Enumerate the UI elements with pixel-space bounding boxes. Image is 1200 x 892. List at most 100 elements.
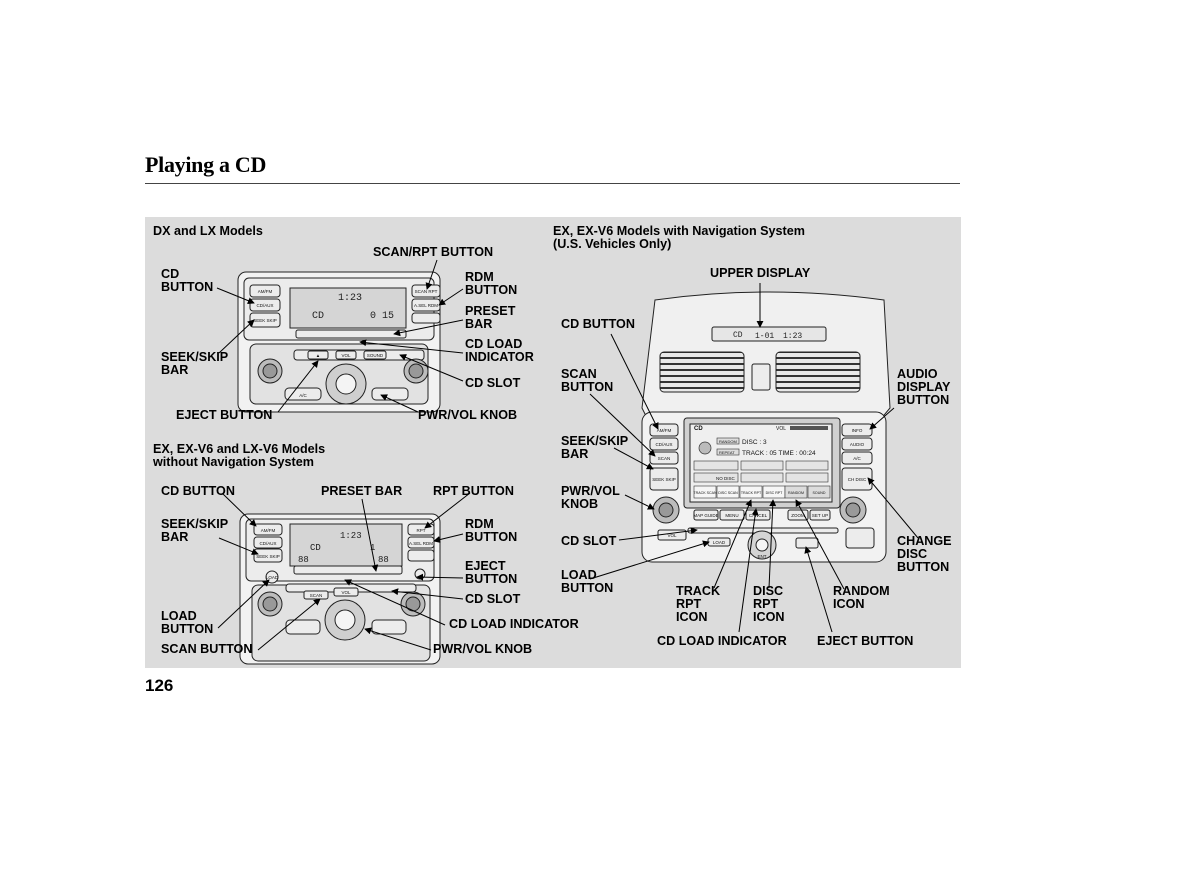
svg-text:1-01: 1-01 bbox=[755, 332, 774, 341]
svg-text:VOL: VOL bbox=[341, 353, 351, 358]
svg-text:CD: CD bbox=[310, 543, 321, 553]
label-seek-skip-bar: SEEK/SKIP BAR bbox=[161, 350, 229, 377]
svg-text:CD/AUX: CD/AUX bbox=[256, 303, 273, 308]
svg-text:0 15: 0 15 bbox=[370, 311, 394, 322]
nav-heading: EX, EX-V6 Models with Navigation System … bbox=[553, 224, 805, 251]
page-number: 126 bbox=[145, 676, 174, 695]
label-eject-button: EJECT BUTTON bbox=[176, 408, 273, 422]
svg-text:MAP GUIDE: MAP GUIDE bbox=[693, 513, 718, 518]
svg-text:1: 1 bbox=[370, 543, 375, 553]
svg-text:CD: CD bbox=[733, 331, 743, 340]
ex-unit-text: AM/FM CD/AUX SEEK SKIP RPT A.SEL RDM SCA… bbox=[256, 528, 433, 598]
label-ex-eject-button: EJECT BUTTON bbox=[465, 559, 518, 586]
nav-button-text: AM/FM CD/AUX SCAN SEEK SKIP INFO AUDIO A… bbox=[652, 428, 867, 559]
svg-text:1:23: 1:23 bbox=[783, 332, 802, 341]
page-title: Playing a CD bbox=[145, 152, 267, 177]
svg-text:CD: CD bbox=[312, 311, 324, 322]
svg-text:TRACK RPT: TRACK RPT bbox=[741, 491, 762, 495]
svg-text:CD: CD bbox=[694, 426, 703, 432]
nav-upper-display bbox=[711, 326, 827, 342]
svg-text:A/C: A/C bbox=[299, 393, 307, 398]
svg-text:SEEK SKIP: SEEK SKIP bbox=[256, 554, 280, 559]
label-cd-button: CD BUTTON bbox=[161, 267, 214, 294]
svg-text:VOL: VOL bbox=[667, 533, 677, 538]
dx-lx-heading: DX and LX Models bbox=[153, 224, 263, 238]
leader-lines bbox=[216, 259, 919, 651]
svg-text:88: 88 bbox=[378, 555, 389, 565]
svg-text:AM/FM: AM/FM bbox=[657, 428, 672, 433]
svg-text:SOUND: SOUND bbox=[367, 353, 384, 358]
svg-text:▲: ▲ bbox=[316, 353, 320, 358]
dx-cd-aux-button bbox=[249, 298, 281, 312]
ex-radio-unit bbox=[239, 513, 441, 665]
label-rdm-button: RDM BUTTON bbox=[465, 270, 518, 297]
label-ex-pwr-vol-knob: PWR/VOL KNOB bbox=[433, 642, 533, 656]
label-nav-load-button: LOAD BUTTON bbox=[561, 568, 614, 595]
ex-v6-heading: EX, EX-V6 and LX-V6 Models without Navig… bbox=[153, 442, 326, 469]
label-ex-scan-button: SCAN BUTTON bbox=[161, 642, 253, 656]
label-ex-preset-bar: PRESET BAR bbox=[321, 484, 403, 498]
svg-text:TRACK SCAN: TRACK SCAN bbox=[693, 491, 717, 495]
svg-text:SET UP: SET UP bbox=[812, 513, 828, 518]
dx-lx-unit-text: AM/FM CD/AUX SEEK SKIP SCAN RPT A.SEL RD… bbox=[253, 289, 438, 398]
label-nav-eject-button: EJECT BUTTON bbox=[817, 634, 914, 648]
svg-text:VOL: VOL bbox=[341, 590, 351, 595]
dx-lx-display-text: 1:23 CD 0 15 bbox=[312, 293, 394, 322]
label-ex-seek-skip-bar: SEEK/SKIP BAR bbox=[161, 517, 229, 544]
label-scan-rpt-button: SCAN/RPT BUTTON bbox=[373, 245, 494, 259]
svg-text:INFO: INFO bbox=[852, 428, 863, 433]
label-nav-upper-display: UPPER DISPLAY bbox=[710, 266, 811, 280]
svg-text:LOAD: LOAD bbox=[266, 575, 279, 580]
svg-text:VOL: VOL bbox=[776, 426, 786, 432]
svg-text:SEEK SKIP: SEEK SKIP bbox=[253, 318, 277, 323]
label-nav-audio-display-button: AUDIO DISPLAY BUTTON bbox=[897, 367, 951, 407]
label-cd-load-indicator: CD LOAD INDICATOR bbox=[465, 337, 534, 364]
svg-text:MENU: MENU bbox=[725, 513, 738, 518]
svg-text:CH DISC: CH DISC bbox=[848, 477, 867, 482]
ex-display-text: 1:23 CD 1 88 88 bbox=[298, 531, 389, 565]
svg-text:ZOOM: ZOOM bbox=[791, 513, 805, 518]
label-nav-seek-skip-bar: SEEK/SKIP BAR bbox=[561, 434, 629, 461]
title-rule bbox=[145, 183, 960, 184]
label-ex-cd-button: CD BUTTON bbox=[161, 484, 235, 498]
label-ex-cd-load-indicator: CD LOAD INDICATOR bbox=[449, 617, 579, 631]
svg-text:DISC : 3: DISC : 3 bbox=[742, 439, 767, 446]
svg-text:SCAN RPT: SCAN RPT bbox=[415, 289, 438, 294]
label-nav-cd-button: CD BUTTON bbox=[561, 317, 635, 331]
nav-upper-display-text: CD 1-01 1:23 bbox=[733, 331, 802, 341]
svg-text:AM/FM: AM/FM bbox=[261, 528, 276, 533]
dx-lx-radio-unit bbox=[237, 271, 441, 413]
svg-text:1:23: 1:23 bbox=[340, 531, 362, 541]
label-cd-slot: CD SLOT bbox=[465, 376, 521, 390]
svg-text:CANCEL: CANCEL bbox=[749, 513, 768, 518]
svg-text:A.SEL RDM: A.SEL RDM bbox=[414, 303, 438, 308]
svg-text:NO DISC: NO DISC bbox=[716, 476, 736, 481]
svg-text:RANDOM: RANDOM bbox=[719, 439, 737, 444]
svg-text:RANDOM: RANDOM bbox=[788, 491, 804, 495]
label-nav-pwr-vol-knob: PWR/VOL KNOB bbox=[561, 484, 620, 511]
label-ex-load-button: LOAD BUTTON bbox=[161, 609, 214, 636]
label-ex-cd-slot: CD SLOT bbox=[465, 592, 521, 606]
svg-text:LOAD: LOAD bbox=[713, 540, 726, 545]
label-ex-rdm-button: RDM BUTTON bbox=[465, 517, 518, 544]
svg-text:SCAN: SCAN bbox=[310, 593, 323, 598]
label-pwr-vol-knob: PWR/VOL KNOB bbox=[418, 408, 518, 422]
label-ex-rpt-button: RPT BUTTON bbox=[433, 484, 514, 498]
label-nav-track-rpt-icon: TRACK RPT ICON bbox=[676, 584, 721, 624]
svg-text:ENT: ENT bbox=[758, 554, 767, 559]
label-nav-random-icon: RANDOM ICON bbox=[833, 584, 890, 611]
svg-text:SOUND: SOUND bbox=[813, 491, 826, 495]
svg-text:RPT: RPT bbox=[417, 528, 426, 533]
dx-display bbox=[289, 287, 407, 329]
svg-text:TRACK : 05 TIME : 00:24: TRACK : 05 TIME : 00:24 bbox=[742, 450, 816, 457]
svg-text:SEEK SKIP: SEEK SKIP bbox=[652, 477, 676, 482]
svg-text:A/C: A/C bbox=[853, 456, 861, 461]
svg-text:CD/AUX: CD/AUX bbox=[259, 541, 276, 546]
svg-text:AM/FM: AM/FM bbox=[258, 289, 273, 294]
svg-text:1:23: 1:23 bbox=[338, 293, 362, 304]
label-nav-cd-load-indicator: CD LOAD INDICATOR bbox=[657, 634, 787, 648]
label-nav-cd-slot: CD SLOT bbox=[561, 534, 617, 548]
label-nav-change-disc-button: CHANGE DISC BUTTON bbox=[897, 534, 952, 574]
nav-screen-content: CD VOL RANDOM REPEAT DISC : 3 TRACK : 05… bbox=[693, 426, 831, 499]
